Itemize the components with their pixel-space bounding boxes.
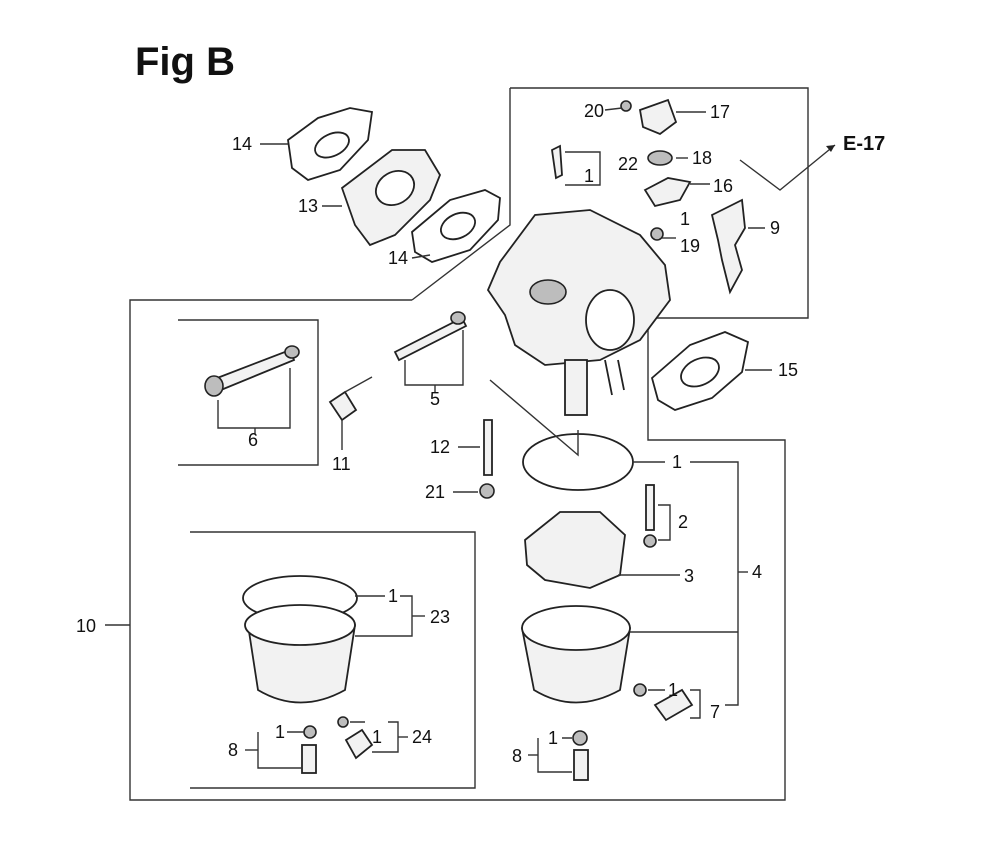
bracket-8-left: [257, 731, 304, 769]
washer-7: [633, 683, 647, 697]
bracket-2: [658, 504, 671, 541]
insulator-13-bore: [375, 170, 415, 206]
lever-16: [643, 177, 692, 208]
washer-8-left: [303, 725, 317, 739]
screw-22: [551, 144, 563, 180]
callout-3: 3: [684, 566, 694, 586]
callout-5: 5: [430, 389, 440, 409]
float-bowl-rim: [521, 605, 631, 651]
bracket-5: [404, 330, 464, 386]
callout-19: 19: [680, 236, 700, 256]
callout-18: 18: [692, 148, 712, 168]
bolt-24: [344, 728, 374, 760]
reference-arrowhead: [826, 145, 835, 152]
main-jet-21: [479, 483, 495, 499]
float-bowl-23-rim: [244, 604, 356, 646]
drain-bolt-8-right: [573, 749, 589, 781]
main-jet-12: [483, 419, 493, 476]
callout-1-24: 1: [372, 727, 382, 747]
bracket-8-right: [537, 737, 572, 773]
upper-group-boundary-left: [411, 88, 511, 301]
carburetor-body: [486, 209, 671, 366]
o-ring-5: [450, 311, 466, 325]
carburetor-choke-housing: [529, 279, 567, 305]
reference-label: E-17: [843, 133, 885, 155]
leader-11: [341, 376, 373, 450]
reference-leader: [739, 144, 836, 191]
carburetor-main-nozzle-post: [564, 359, 588, 416]
callout-22: 22: [618, 154, 638, 174]
float-pin-2: [645, 484, 655, 531]
leader-jet-oring: [489, 379, 579, 457]
callout-8-left: 8: [228, 740, 238, 760]
callout-1-19: 1: [680, 209, 690, 229]
washer-8-right: [572, 730, 588, 746]
callout-1-22: 1: [584, 166, 594, 186]
spring-18: [647, 150, 673, 166]
bracket-22: [565, 151, 601, 186]
callout-15: 15: [778, 360, 798, 380]
float-3: [524, 511, 626, 589]
pilot-screw-6: [210, 348, 296, 394]
callout-1-23: 1: [388, 586, 398, 606]
callout-17: 17: [710, 102, 730, 122]
needle-valve-2: [643, 534, 657, 548]
callout-1-oring: 1: [672, 452, 682, 472]
pilot-screw-head: [204, 375, 224, 397]
callout-1-8-right: 1: [548, 728, 558, 748]
callout-14-lower: 14: [388, 248, 408, 268]
callout-7: 7: [710, 702, 720, 722]
bracket-23: [355, 595, 413, 637]
bolt-7: [653, 688, 694, 722]
bowl-set-boundary: [190, 531, 476, 789]
outer-group-boundary: [129, 299, 590, 801]
drain-screw-5: [393, 316, 468, 362]
bracket-6: [217, 368, 291, 429]
callout-20: 20: [584, 101, 604, 121]
choke-lever-17: [638, 98, 678, 136]
callout-24: 24: [412, 727, 432, 747]
gasket-15-hole: [680, 356, 720, 388]
screw-group-boundary: [178, 319, 319, 466]
callout-10: 10: [76, 616, 96, 636]
callout-4: 4: [752, 562, 762, 582]
leader-14b: [411, 254, 431, 259]
drain-bolt-8-left: [301, 744, 317, 774]
callout-2: 2: [678, 512, 688, 532]
bracket-7: [648, 689, 701, 719]
gasket-14-upper-hole: [314, 131, 350, 159]
figure-title: Fig B: [135, 40, 235, 84]
callout-6: 6: [248, 430, 258, 450]
callout-8-right: 8: [512, 746, 522, 766]
callout-11: 11: [332, 454, 351, 474]
pilot-spring: [284, 345, 300, 359]
gasket-14-lower-hole: [440, 211, 476, 241]
callout-14-upper: 14: [232, 134, 252, 154]
screw-20-icon: [620, 100, 632, 112]
washer-24: [337, 716, 349, 728]
callout-13: 13: [298, 196, 318, 216]
callout-1-8-left: 1: [275, 722, 285, 742]
callout-9: 9: [770, 218, 780, 238]
washer-19: [650, 227, 664, 241]
callout-12: 12: [430, 437, 450, 457]
throttle-lever-9: [710, 198, 746, 295]
screw-11: [328, 390, 358, 422]
carburetor-venturi: [585, 289, 635, 351]
callout-21: 21: [425, 482, 445, 502]
carburetor-legs: [604, 359, 625, 396]
leader-20: [604, 107, 623, 111]
bracket-4: [690, 461, 739, 706]
callout-16: 16: [713, 176, 733, 196]
callout-1-7: 1: [668, 680, 678, 700]
callout-23: 23: [430, 607, 450, 627]
